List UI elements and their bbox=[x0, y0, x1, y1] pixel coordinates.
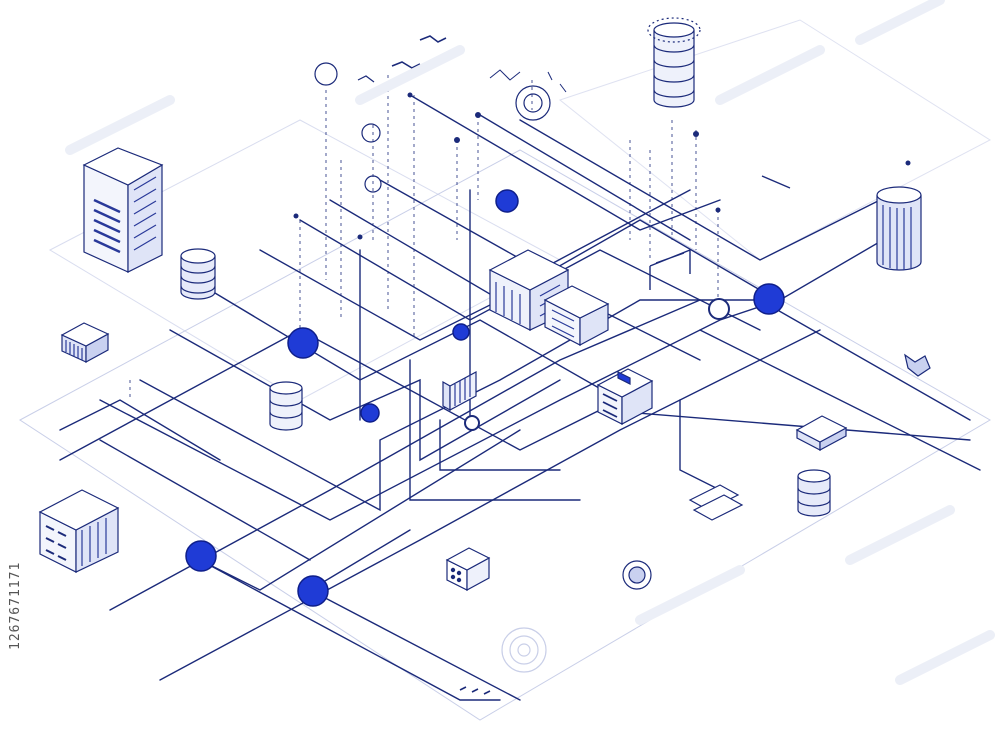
drop-lines bbox=[129, 75, 719, 400]
junction-node-ring bbox=[464, 415, 480, 431]
junction-node-ring bbox=[708, 298, 730, 320]
terminal-dots bbox=[293, 92, 911, 240]
stock-id-watermark: 1267671171 bbox=[8, 561, 23, 650]
database-cylinder-icon bbox=[269, 381, 303, 431]
data-tower-icon bbox=[876, 186, 922, 271]
device-cube-icon bbox=[445, 547, 491, 592]
rack-module-icon bbox=[442, 370, 477, 412]
junction-node bbox=[287, 327, 319, 359]
ground-plane bbox=[19, 19, 992, 721]
junction-node bbox=[753, 283, 785, 315]
gauge-icon bbox=[622, 560, 652, 590]
junction-node bbox=[360, 403, 380, 423]
gauge-icon bbox=[515, 85, 551, 121]
equipment bbox=[38, 17, 922, 592]
junction-node bbox=[495, 189, 519, 213]
disk-stack-icon bbox=[647, 17, 701, 108]
junction-node bbox=[185, 540, 217, 572]
gauge-icon bbox=[364, 175, 382, 193]
gauge-icon bbox=[314, 62, 338, 86]
junction-node bbox=[452, 323, 470, 341]
gate-frame-icon bbox=[649, 249, 691, 290]
office-building-icon bbox=[38, 489, 120, 573]
database-cylinder-icon bbox=[180, 248, 216, 300]
watermark-pattern bbox=[65, 0, 995, 685]
office-block-icon bbox=[596, 368, 654, 425]
junction-node bbox=[297, 575, 329, 607]
gauge-icon bbox=[361, 123, 381, 143]
document-stack-icon bbox=[688, 484, 744, 521]
circuit-traces bbox=[59, 94, 981, 701]
central-server-cluster-icon bbox=[488, 249, 610, 347]
database-cylinder-icon bbox=[797, 469, 831, 517]
hud-elements bbox=[314, 35, 931, 695]
server-tower-icon bbox=[82, 147, 164, 273]
radar-icon bbox=[501, 627, 547, 673]
junction-nodes bbox=[185, 189, 785, 607]
router-device-icon bbox=[795, 415, 848, 452]
storage-box-icon bbox=[60, 322, 110, 364]
